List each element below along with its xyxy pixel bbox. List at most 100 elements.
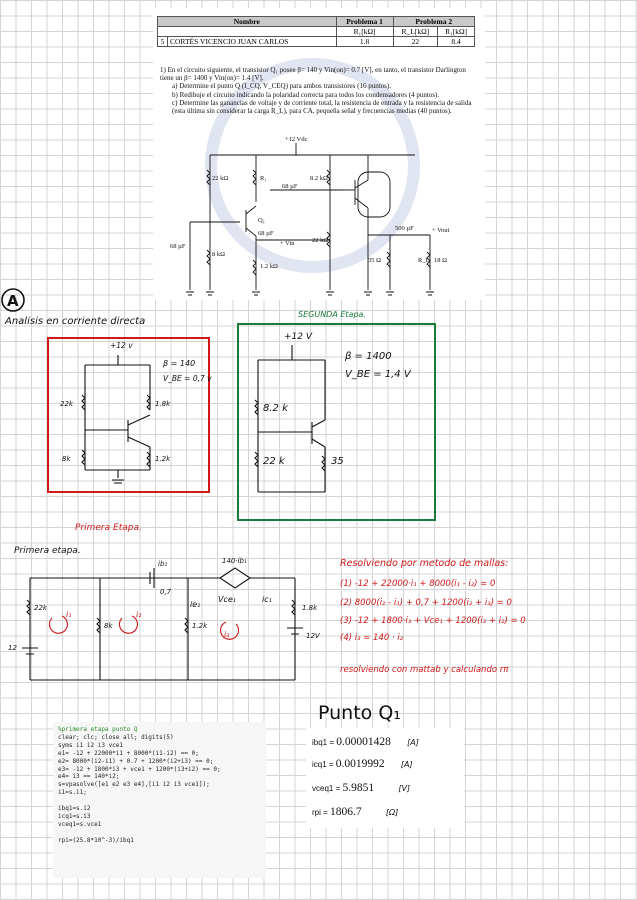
- mesh-r8: 8k: [104, 622, 113, 630]
- code-line: syms i1 i2 i3 vce1: [58, 741, 124, 749]
- sch-r22b: 22 kΩ: [312, 237, 328, 244]
- stage1-caption: Primera Etapa.: [75, 523, 142, 533]
- mesh-v-right: 12V: [306, 632, 320, 640]
- mesh-i3: i₃: [224, 630, 230, 639]
- problem-statement: 1) En el circuito siguiente, el transist…: [160, 66, 475, 115]
- result-unit: [A]: [407, 738, 419, 747]
- sch-r82: 8.2 kΩ: [310, 175, 328, 182]
- code-line: e4= i3 == 140*i2;: [58, 773, 120, 781]
- mesh-title: Primera etapa.: [14, 546, 81, 556]
- sch-vcc: +12 Vdc: [285, 136, 308, 143]
- equations-footer: resolviendo con mattab y calculando rπ: [340, 665, 509, 675]
- row-number: 5: [157, 36, 168, 47]
- equation-1: (1) -12 + 22000·i₁ + 8000(i₁ - i₂) = 0: [340, 579, 496, 589]
- mesh-i1: i₁: [66, 610, 72, 619]
- sch-rl: R_L: [418, 257, 430, 264]
- problem-part-c: c) Determine las ganancias de voltaje y …: [172, 98, 472, 116]
- stage2-r-top: 8.2 k: [263, 403, 288, 414]
- sch-r35: 35 Ω: [368, 257, 381, 264]
- equation-2: (2) 8000(i₂ - i₁) + 0,7 + 1200(i₂ + i₃) …: [340, 598, 512, 608]
- stage2-title: SEGUNDA Etapa.: [298, 310, 366, 319]
- result-label: rpi =: [312, 808, 331, 817]
- sch-c500: 500 µF: [395, 225, 414, 232]
- stage1-r-bot-right: 1.2k: [155, 455, 171, 463]
- stage2-beta: β = 1400: [345, 351, 392, 362]
- code-line: i1=s.i1;: [58, 789, 87, 797]
- mesh-r12: 1.2k: [192, 622, 208, 630]
- stage2-r-bot: 22 k: [263, 456, 285, 467]
- code-line: clear; clc; close all; digits(5): [58, 733, 174, 741]
- stage2-r-e: 35: [331, 456, 344, 467]
- sch-c68a: 68 µF: [282, 183, 298, 190]
- code-line: %primera etapa punto Q: [58, 726, 138, 733]
- stage1-box: [47, 337, 210, 493]
- stage1-vbe: V_BE = 0,7 v: [163, 374, 212, 383]
- mesh-vce: Vce₁: [218, 595, 236, 604]
- section-circle: [1, 288, 25, 312]
- table-row: 5 CORTÉS VICENCIO JUAN CARLOS 1.8 22 8.4: [157, 36, 475, 47]
- result-row: rpi = 1806.7 [Ω]: [312, 806, 398, 818]
- result-unit: [V]: [398, 784, 411, 793]
- dc-analysis-title: Analisis en corriente directa: [5, 316, 146, 327]
- mesh-ie: ie₁: [190, 600, 201, 609]
- sch-r1: R₁: [260, 175, 267, 182]
- value-p2b: 8.4: [437, 36, 475, 47]
- matlab-code: %primera etapa punto Q clear; clc; close…: [53, 722, 266, 878]
- results-title: Punto Q₁: [318, 702, 401, 724]
- sch-vout: + Vout: [432, 227, 450, 234]
- stage1-r-top-left: 22k: [60, 400, 73, 408]
- results-panel: [306, 728, 464, 828]
- sch-c68c: 68 µF: [170, 243, 186, 250]
- problem-part-b: b) Redibuje el circuito indicando la pol…: [172, 90, 440, 99]
- sch-c68b: 68 µF: [258, 230, 274, 237]
- equation-3: (3) -12 + 1800·i₃ + Vce₁ + 1200(i₃ + i₂)…: [340, 616, 526, 626]
- result-label: icq1 =: [312, 760, 336, 769]
- code-line: e2= 8000*(i2-i1) + 0.7 + 1200*(i2+i3) ==…: [58, 757, 214, 765]
- code-line: ibq1=s.i2: [58, 805, 91, 813]
- code-line: e1= -12 + 22000*i1 + 8000*(i1-i2) == 0;: [58, 749, 199, 757]
- stage2-vcc: +12 V: [284, 332, 313, 342]
- result-value: 0.0019992: [335, 758, 385, 770]
- result-row: vceq1 = 5.9851 [V]: [312, 782, 410, 794]
- problem-intro: 1) En el circuito siguiente, el transist…: [160, 66, 466, 83]
- equations-title: Resolviendo por metodo de mallas:: [340, 558, 509, 569]
- sch-vin: + Vin: [280, 240, 295, 247]
- result-value: 1806.7: [330, 806, 362, 818]
- sch-r12: 1.2 kΩ: [260, 263, 278, 270]
- sch-r8: 8 kΩ: [212, 251, 225, 258]
- section-marker: A: [7, 292, 19, 310]
- result-label: ibq1 =: [312, 738, 337, 747]
- result-value: 0.00001428: [336, 736, 391, 748]
- code-line: rpi=(25.8*10^-3)/ibq1: [58, 836, 134, 844]
- value-p1: 1.8: [335, 36, 394, 47]
- stage1-r-bot-left: 8k: [62, 455, 71, 463]
- equation-4: (4) i₃ = 140 · i₂: [340, 633, 404, 643]
- mesh-dep-source: 140·ib₁: [222, 557, 247, 565]
- mesh-r18: 1.8k: [302, 604, 318, 612]
- sch-r22: 22 kΩ: [212, 175, 228, 182]
- result-row: ibq1 = 0.00001428 [A]: [312, 736, 419, 748]
- problem-part-a: a) Determine el punto Q (I_CQ, V_CEQ) pa…: [172, 82, 391, 91]
- stage2-vbe: V_BE = 1,4 V: [345, 369, 411, 380]
- mesh-i2: i₂: [136, 610, 142, 619]
- mesh-ic: ic₁: [262, 595, 272, 604]
- mesh-r22: 22k: [34, 604, 47, 612]
- score-table: Nombre Problema 1 Problema 2 R₁[kΩ] R_L[…: [157, 16, 476, 47]
- mesh-ib: ib₁: [158, 560, 168, 568]
- stage2-box: [237, 323, 436, 521]
- result-unit: [Ω]: [385, 808, 399, 817]
- code-line: s=vpasolve([e1 e2 e3 e4],[i1 i2 i3 vce1]…: [58, 781, 210, 789]
- code-line: vceq1=s.vce1: [58, 820, 102, 828]
- result-unit: [A]: [400, 760, 413, 769]
- mesh-v-left: 12: [8, 644, 17, 652]
- sch-r18: 18 Ω: [434, 257, 447, 264]
- stage1-r-top-right: 1.8k: [155, 400, 171, 408]
- result-label: vceq1 =: [312, 784, 343, 793]
- stage1-beta: β = 140: [163, 359, 196, 368]
- result-value: 5.9851: [342, 782, 375, 794]
- mesh-vbe: 0,7: [160, 588, 172, 596]
- stage1-vcc: +12 v: [110, 341, 133, 350]
- code-line: e3= -12 + 1800*i3 + vce1 + 1200*(i3+i2) …: [58, 765, 221, 773]
